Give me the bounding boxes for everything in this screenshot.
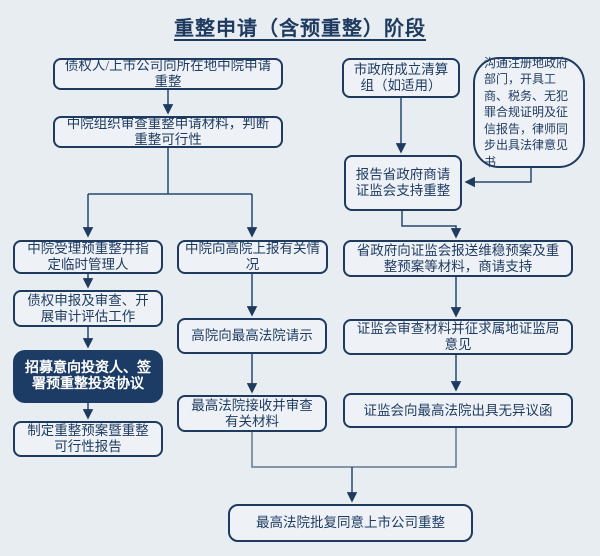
node-report-province-gov: 报告省政府商请证监会支持重整: [344, 155, 462, 211]
node-accept-prereorg: 中院受理预重整并指定临时管理人: [13, 240, 163, 274]
node-report-higher-court: 中院向高院上报有关情况: [177, 240, 328, 274]
connector-province-to-csrc: [401, 211, 462, 239]
node-creditor-apply: 债权人/上市公司向所在地中院申请重整: [53, 58, 283, 90]
page-title: 重整申请（含预重整）阶段: [174, 18, 426, 40]
node-csrc-review: 证监会审查材料并征求属地证监局意见: [343, 319, 573, 355]
node-supreme-approval: 最高法院批复同意上市公司重整: [228, 504, 473, 542]
node-csrc-no-objection: 证监会向最高法院出具无异议函: [343, 393, 573, 428]
node-higher-court-request: 高院向最高法院请示: [177, 318, 327, 354]
node-court-review: 中院组织审查重整申请材料，判断重整可行性: [53, 116, 283, 148]
node-city-gov-liquidation: 市政府成立清算组（如适用）: [342, 58, 460, 98]
connector-merge-bar: [251, 428, 457, 468]
node-province-to-csrc: 省政府向证监会报送维稳预案及重整预案等材料，商请支持: [343, 240, 573, 277]
node-recruit-investors: 招募意向投资人、签署预重整投资协议: [13, 350, 163, 403]
node-gov-communication: 沟通注册地政府部门，开具工商、税务、无犯罪合规证明及征信报告，律师同步出具法律意…: [473, 56, 585, 169]
node-draft-plan: 制定重整预案暨重整可行性报告: [13, 421, 163, 457]
node-supreme-court-review: 最高法院接收并审查有关材料: [177, 395, 327, 432]
node-claims-audit: 债权申报及审查、开展审计评估工作: [13, 290, 163, 327]
